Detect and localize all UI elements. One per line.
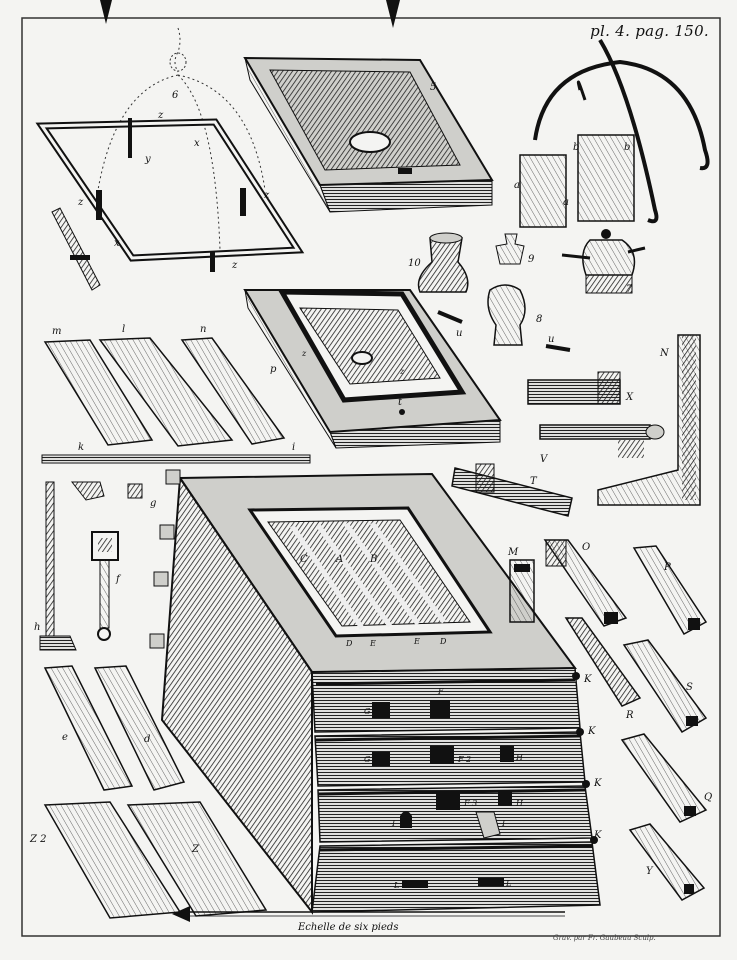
label-Z: Z (191, 844, 200, 855)
label-u2: u (548, 334, 554, 345)
vessels: 10 9 7 8 u u (408, 229, 646, 352)
label-C: C (300, 554, 308, 565)
label-E2: E (413, 637, 420, 646)
label-M: M (507, 547, 519, 558)
scale-bar (172, 906, 565, 922)
label-P: P (663, 562, 671, 573)
boards-m-l-n: m l n k i (41, 324, 311, 464)
small-pieces: g f h (34, 481, 156, 651)
label-A: A (335, 554, 343, 565)
label-T: T (530, 476, 538, 487)
label-g: g (150, 498, 156, 509)
label-i: i (292, 442, 295, 453)
label-h: h (34, 622, 40, 633)
label-F: F (437, 687, 444, 696)
label-y: y (144, 154, 151, 165)
label-m: m (52, 326, 61, 337)
label-K4: K (593, 830, 602, 841)
label-5: 5 (430, 82, 436, 93)
suspension-frame: 6 z x y z z x z (35, 27, 305, 291)
label-z-right: z (263, 190, 270, 201)
label-B: B (369, 554, 377, 565)
label-8: 8 (536, 314, 542, 325)
label-R: R (625, 710, 634, 721)
label-k: k (78, 442, 84, 453)
box-frame-p: p t z z (243, 289, 502, 449)
label-S: S (686, 682, 693, 693)
jar-a (519, 154, 567, 228)
binding-mark-right (386, 0, 400, 28)
label-G1: G (364, 707, 371, 716)
label-V: V (540, 454, 549, 465)
label-L2: L (505, 879, 511, 888)
label-H1: H (515, 753, 524, 762)
label-O: O (582, 542, 590, 553)
label-10: 10 (408, 258, 421, 269)
rod-k-i (41, 454, 311, 464)
engraver-credit: Grav. par Fr. Gaubeau Sculp. (553, 934, 656, 942)
label-9: 9 (528, 254, 535, 265)
label-hoop-6: 6 (172, 90, 179, 101)
label-Y: Y (646, 866, 654, 877)
label-7: 7 (626, 284, 633, 295)
label-K3: K (593, 778, 602, 789)
label-D1: D (345, 639, 353, 648)
label-G2: G (364, 755, 371, 764)
label-d: d (144, 734, 150, 745)
label-e: e (62, 732, 68, 743)
hive-body: C A B D E E D K K (149, 469, 602, 915)
label-X: X (625, 392, 634, 403)
label-I2: I (501, 819, 506, 828)
scale-caption: Echelle de six pieds (298, 922, 399, 933)
label-z-left: z (77, 197, 84, 208)
plate-border (21, 17, 721, 937)
binding-mark-left (100, 0, 112, 24)
label-p: p (270, 364, 277, 375)
label-a-right: a (563, 197, 569, 208)
label-z-bottom: z (231, 260, 238, 271)
label-K1: K (583, 674, 592, 685)
label-frame-z2: z (399, 367, 405, 376)
label-b-right: b (624, 142, 630, 153)
label-x-left: x (114, 238, 120, 249)
label-D2: D (439, 637, 447, 646)
label-z-top: z (157, 110, 164, 121)
posts: M O P R S Q Y (507, 539, 712, 901)
label-t: t (398, 397, 403, 408)
label-Q: Q (704, 792, 712, 803)
label-n: n (200, 324, 206, 335)
slats-and-planks: e d Z 2 Z (29, 665, 268, 919)
label-H2: H (515, 799, 524, 808)
label-N: N (659, 348, 670, 359)
label-u1: u (456, 328, 462, 339)
label-Z2: Z 2 (29, 834, 47, 845)
hanger-and-jars: a b b a (514, 38, 710, 228)
label-frame-z1: z (301, 349, 307, 358)
label-I1: I (391, 819, 396, 828)
jar-b (577, 134, 635, 222)
label-F2: F 2 (457, 755, 471, 764)
label-a-left: a (514, 180, 520, 191)
label-b-left: b (573, 142, 579, 153)
label-l: l (122, 324, 125, 335)
label-L1: L (393, 881, 399, 890)
parts-right: N X V T (451, 334, 701, 517)
label-f: f (115, 574, 122, 585)
label-F3: F 3 (463, 799, 477, 808)
label-x-top: x (194, 138, 200, 149)
plate-number: pl. 4. pag. 150. (590, 22, 709, 40)
label-K2: K (587, 726, 596, 737)
box-frame-5: 5 (243, 56, 494, 213)
label-E1: E (369, 639, 376, 648)
